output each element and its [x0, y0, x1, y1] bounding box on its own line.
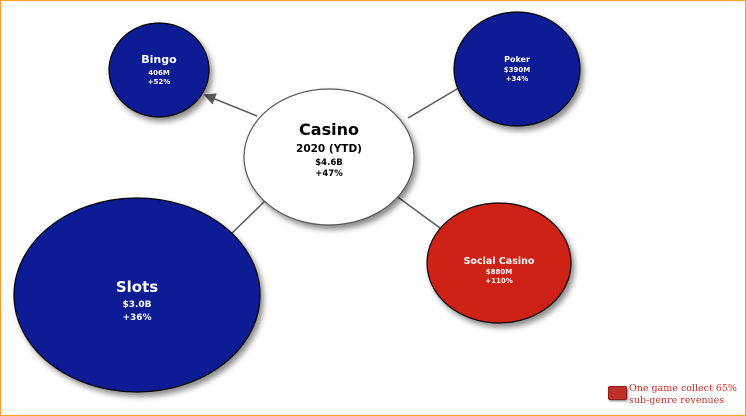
social-casino-label: Social Casino — [464, 256, 535, 267]
connector-slots — [227, 197, 269, 238]
casino-period: 2020 (YTD) — [296, 143, 362, 155]
casino-revenue: $4.6B — [315, 158, 342, 168]
social-casino-growth: +110% — [485, 277, 513, 285]
node-poker[interactable]: Poker $390M +34% — [453, 11, 581, 127]
connector-social-casino — [394, 194, 441, 229]
bingo-growth: +52% — [148, 78, 171, 86]
legend-swatch-red — [608, 386, 627, 400]
slots-growth: +36% — [122, 313, 151, 323]
bingo-revenue: 406M — [148, 69, 170, 77]
casino-bubble — [243, 88, 415, 226]
node-bingo[interactable]: Bingo 406M +52% — [108, 22, 210, 118]
connector-bingo — [203, 93, 258, 117]
poker-revenue: $390M — [504, 66, 530, 74]
casino-title: Casino — [299, 120, 359, 139]
slots-revenue: $3.0B — [122, 300, 151, 310]
bingo-bubble — [108, 22, 210, 118]
bingo-label: Bingo — [141, 53, 177, 66]
slots-label: Slots — [116, 278, 158, 296]
poker-bubble — [453, 11, 581, 127]
connector-poker — [407, 85, 463, 119]
node-casino-center[interactable]: Casino 2020 (YTD) $4.6B +47% — [243, 88, 415, 226]
social-casino-bubble — [426, 202, 572, 324]
poker-growth: +34% — [506, 75, 529, 83]
legend: One game collect 65% sub-genre revenues — [608, 383, 738, 411]
slots-bubble — [13, 197, 261, 393]
legend-text: One game collect 65% sub-genre revenues — [629, 383, 737, 406]
poker-label: Poker — [504, 55, 530, 64]
social-casino-revenue: $880M — [486, 268, 512, 276]
node-social-casino[interactable]: Social Casino $880M +110% — [426, 202, 572, 324]
casino-growth: +47% — [315, 169, 343, 179]
node-slots[interactable]: Slots $3.0B +36% — [13, 197, 261, 393]
